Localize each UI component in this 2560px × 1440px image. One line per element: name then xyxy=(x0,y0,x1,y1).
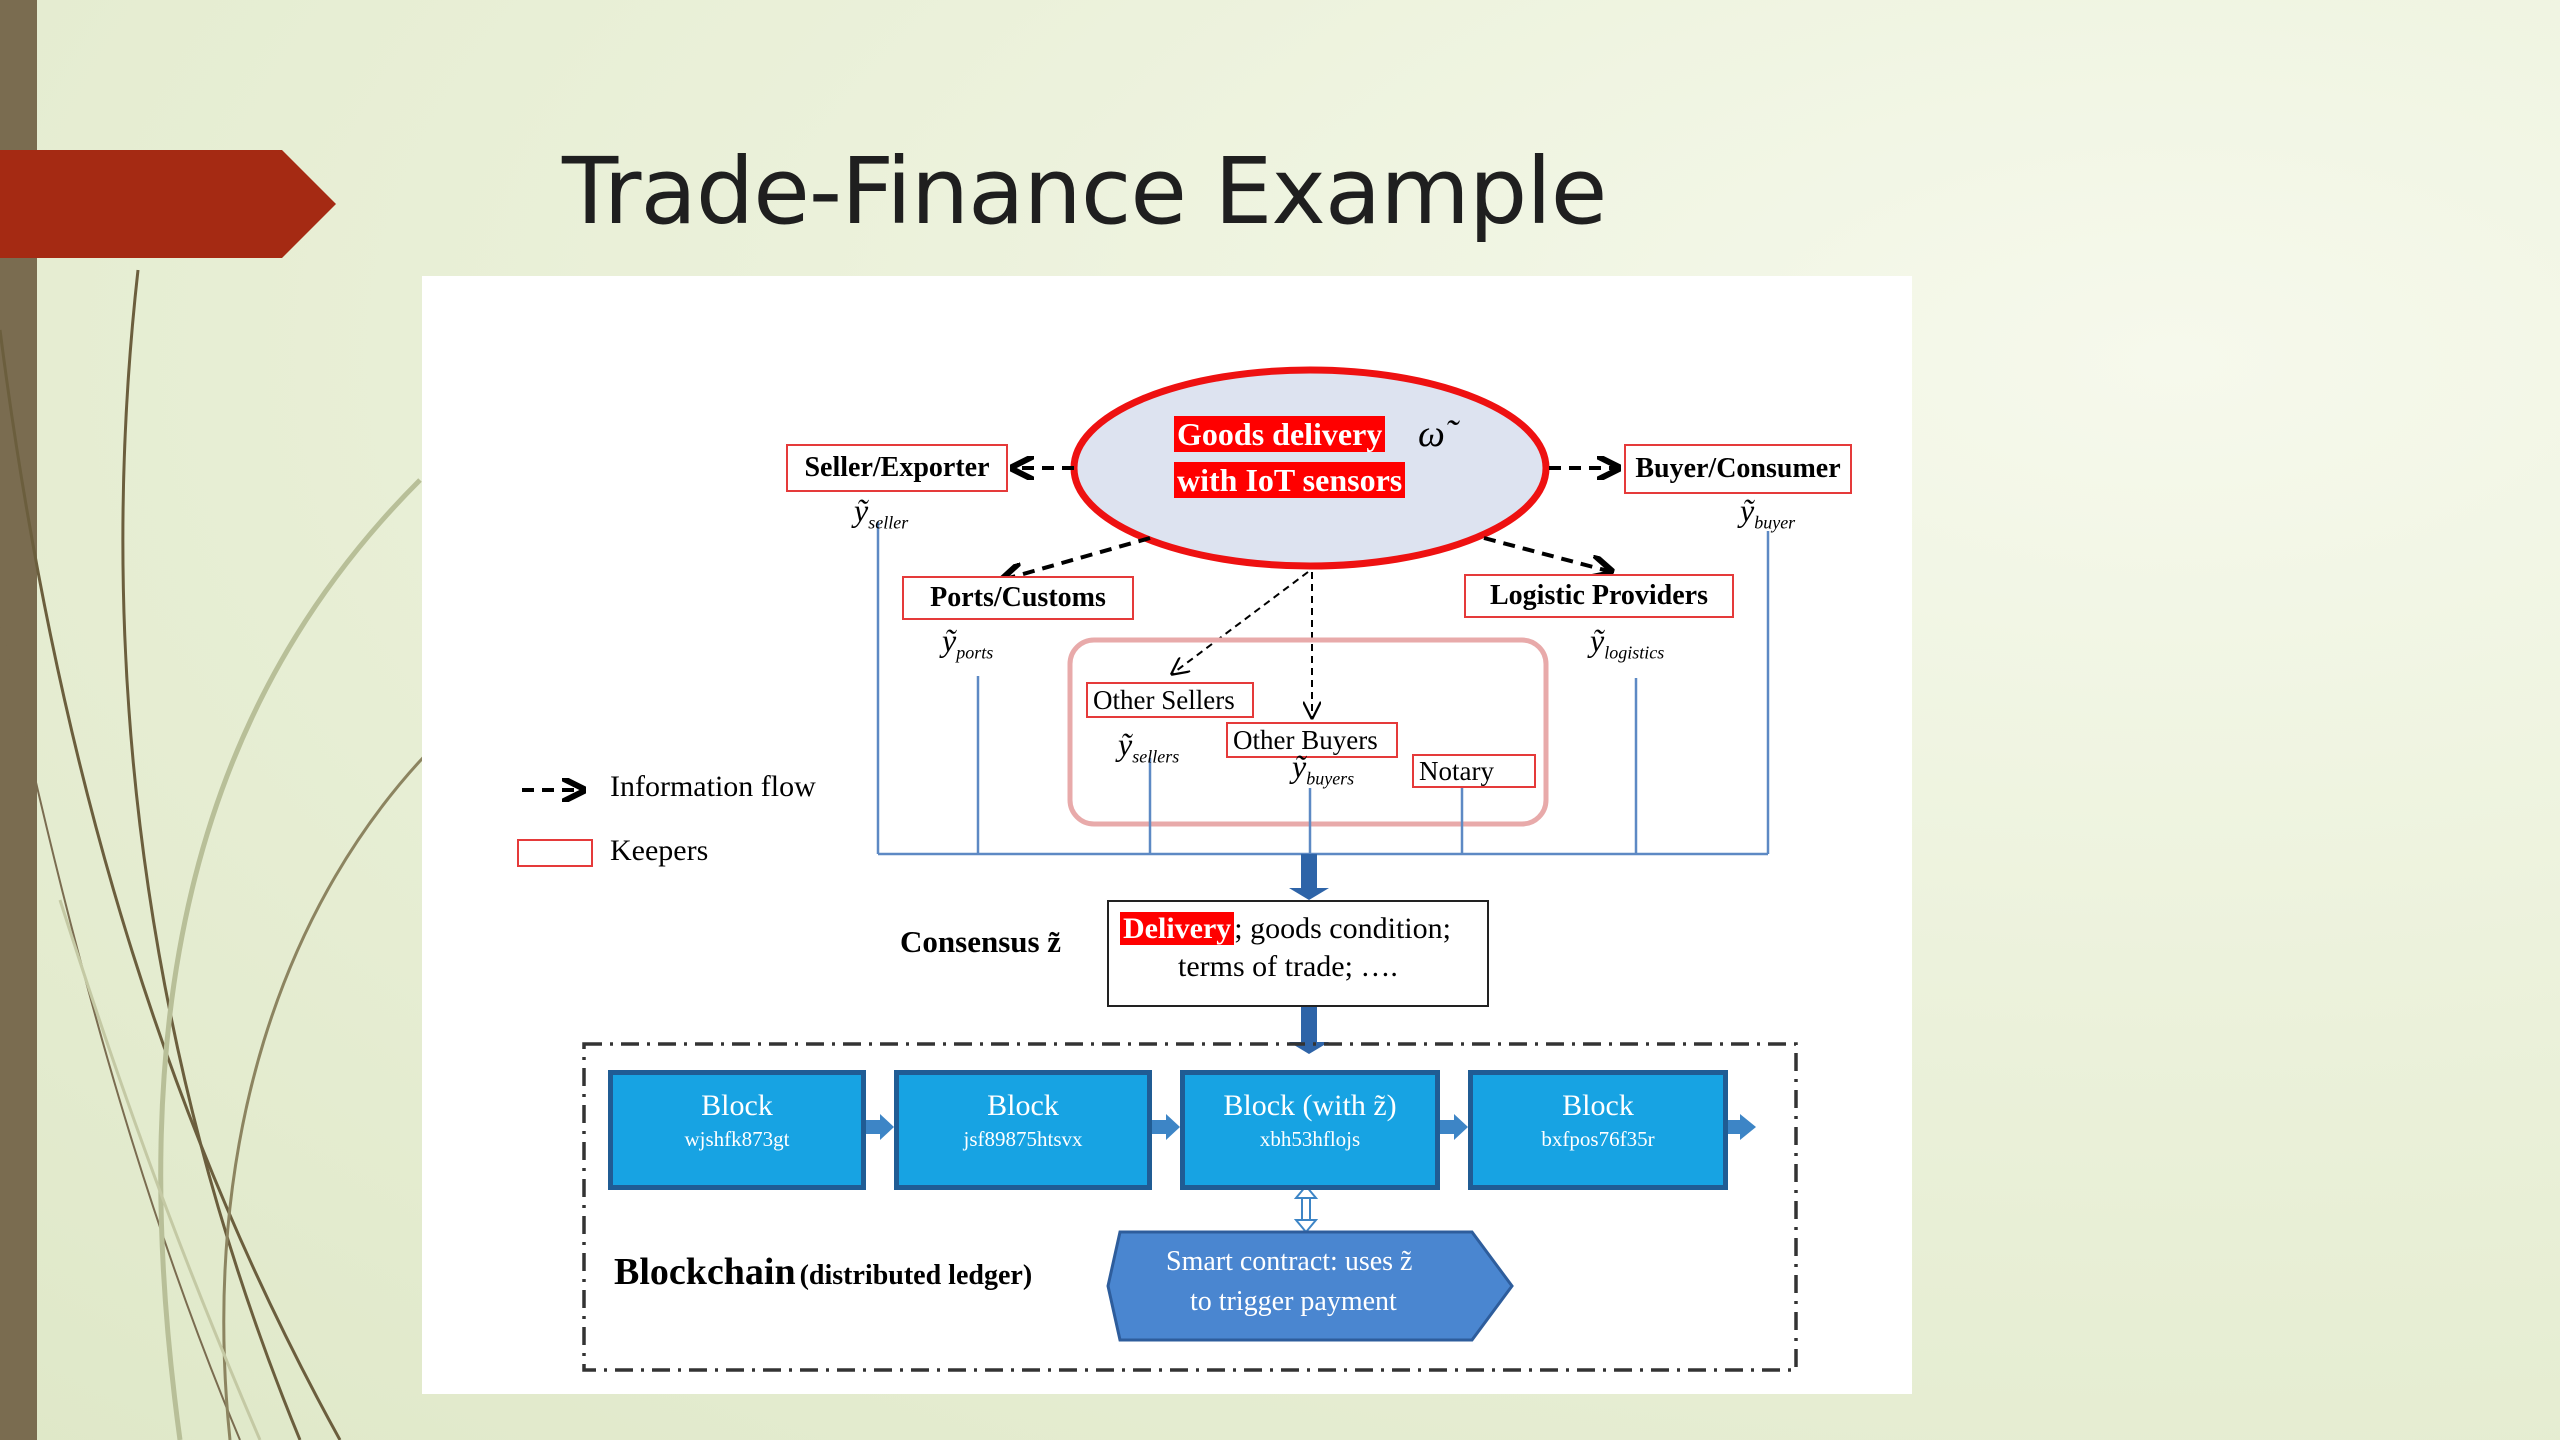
keeper-notary: Notary xyxy=(1412,754,1536,788)
consensus-arrow-head xyxy=(1289,888,1329,900)
consensus-line1: Delivery; goods condition; xyxy=(1120,912,1451,946)
smart-contract-line1: Smart contract: uses z̃ xyxy=(1166,1246,1413,1277)
keeper-seller-exporter: Seller/Exporter xyxy=(786,444,1008,492)
symbol-y-sellers: ỹsellers xyxy=(1118,726,1180,767)
symbol-y-seller: ỹseller xyxy=(854,492,909,533)
consensus-label: Consensus z̃ xyxy=(900,924,1062,959)
keeper-other-buyers: Other Buyers xyxy=(1226,722,1398,758)
other-keepers-group xyxy=(1067,637,1549,827)
slide-title: Trade-Finance Example xyxy=(562,138,1607,245)
trade-finance-diagram: Goods delivery with IoT sensors ω̃ Selle… xyxy=(422,276,1912,1394)
consensus-line2: terms of trade; …. xyxy=(1178,950,1398,983)
legend-information-flow: Information flow xyxy=(610,770,816,803)
omega-symbol: ω̃ xyxy=(1418,413,1445,455)
goods-delivery-line2: with IoT sensors xyxy=(1174,462,1406,499)
blockchain-label: Blockchain (distributed ledger) xyxy=(614,1251,1033,1293)
symbol-y-buyer: ỹbuyer xyxy=(1740,492,1796,533)
keeper-other-sellers: Other Sellers xyxy=(1086,682,1254,718)
smart-contract-hexagon xyxy=(1106,1230,1514,1342)
keeper-connectors xyxy=(876,522,1770,856)
legend-keeper-swatch xyxy=(517,839,593,867)
decorative-curves xyxy=(0,269,440,1440)
ledger-arrow-shaft xyxy=(1301,1006,1317,1044)
keeper-ports-customs: Ports/Customs xyxy=(902,576,1134,620)
goods-delivery-line1: Goods delivery xyxy=(1174,416,1386,453)
title-arrow-tab xyxy=(0,150,336,258)
block-contract-link xyxy=(1293,1184,1319,1234)
flow-arrow-logistics xyxy=(1483,536,1612,572)
smart-contract-line2: to trigger payment xyxy=(1190,1286,1397,1317)
symbol-y-ports: ỹports xyxy=(942,622,994,663)
flow-arrow-other-sellers xyxy=(1172,571,1309,674)
legend-keepers: Keepers xyxy=(610,834,709,867)
block-3-with-z: Block (with z̃)xbh53hflojs xyxy=(1180,1070,1440,1190)
blockchain-frame xyxy=(582,1042,1798,1372)
symbol-y-buyers: ỹbuyers xyxy=(1292,748,1355,789)
consensus-arrow-shaft xyxy=(1301,854,1317,890)
keeper-buyer-consumer: Buyer/Consumer xyxy=(1624,444,1852,494)
symbol-y-logistics: ỹlogistics xyxy=(1590,622,1665,663)
flow-arrow-ports xyxy=(1002,536,1151,580)
chain-arrows xyxy=(866,1114,1756,1140)
keeper-logistic-providers: Logistic Providers xyxy=(1464,574,1734,618)
delivery-highlight: Delivery xyxy=(1120,912,1235,945)
